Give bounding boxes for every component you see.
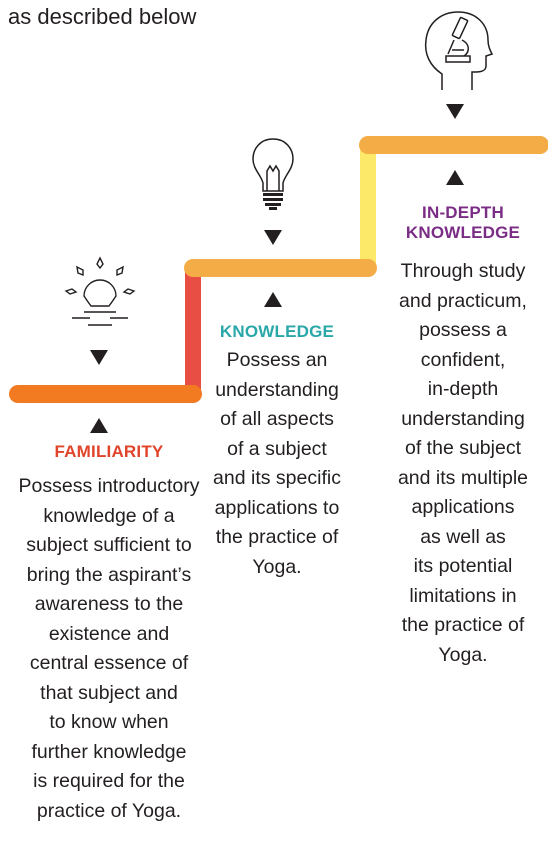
level-knowledge: KNOWLEDGE Possess an understanding of al… xyxy=(202,322,352,582)
level-familiarity: FAMILIARITY Possess introductory knowled… xyxy=(2,442,216,826)
level-title: IN-DEPTH KNOWLEDGE xyxy=(405,203,521,242)
dim-lightbulb-icon xyxy=(64,256,136,326)
intro-text: as described below xyxy=(8,4,197,29)
level-in-depth-knowledge: IN-DEPTH KNOWLEDGE Through study and pra… xyxy=(382,203,544,670)
arrow-up-1 xyxy=(90,418,108,433)
arrow-up-2 xyxy=(264,292,282,307)
arrow-down-1 xyxy=(90,350,108,365)
level-title: FAMILIARITY xyxy=(54,442,164,461)
arrow-up-3 xyxy=(446,170,464,185)
head-microscope-icon xyxy=(424,11,494,90)
arrow-down-3 xyxy=(446,104,464,119)
level-description: Possess introductory knowledge of a subj… xyxy=(18,475,200,822)
level-title: KNOWLEDGE xyxy=(219,322,335,341)
level-description: Through study and practicum, possess a c… xyxy=(397,260,529,666)
arrow-down-2 xyxy=(264,230,282,245)
level-description: Possess an understanding of all aspects … xyxy=(213,349,341,578)
lightbulb-icon xyxy=(252,138,294,210)
